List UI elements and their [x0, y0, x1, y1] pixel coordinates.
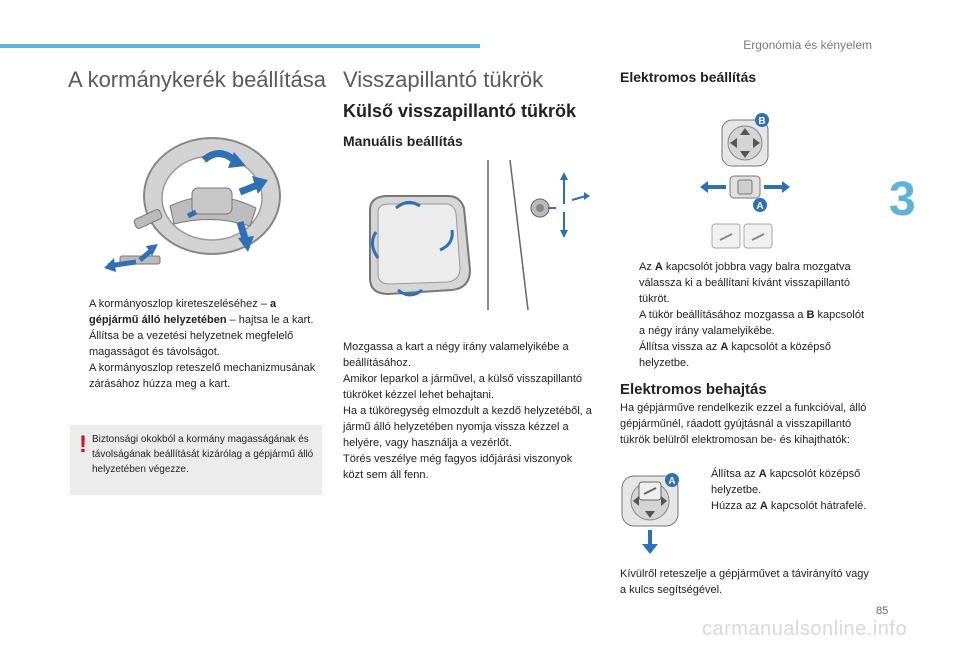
- warning-text: Biztonsági okokból a kormány magasságána…: [92, 434, 314, 475]
- steering-bullet-3: A kormányoszlop reteszelő mechanizmusána…: [89, 362, 316, 390]
- fold-bullet-1: Állítsa az A kapcsolót középső helyzetbe…: [711, 468, 861, 496]
- outer-mirrors-subtitle: Külső visszapillantó tükrök: [343, 101, 577, 121]
- page-number: 85: [876, 605, 889, 617]
- chapter-number: 3: [889, 173, 916, 226]
- fold-intro: Ha gépjárműve rendelkezik ezzel a funkci…: [620, 402, 867, 446]
- mirrors-title: Visszapillantó tükrök: [343, 67, 544, 92]
- fold-outro: Kívülről reteszelje a gépjárművet a távi…: [620, 568, 869, 596]
- mirror-switch-diagram: B A: [700, 113, 790, 249]
- fold-bullet-2: Húzza az A kapcsolót hátrafelé.: [711, 500, 867, 512]
- electric-bullet-2: A tükör beállításához mozgassa a B kapcs…: [639, 309, 865, 337]
- svg-text:B: B: [758, 116, 765, 127]
- steering-bullet-2: Állítsa be a vezetési helyzetnek megfele…: [89, 330, 294, 358]
- header-accent-bar: [0, 44, 480, 48]
- electric-bullet-3: Állítsa vissza az A kapcsolót a középső …: [639, 341, 831, 369]
- electric-adjust-heading: Elektromos beállítás: [620, 69, 757, 85]
- watermark: carmanualsonline.info: [702, 618, 908, 640]
- electric-fold-heading: Elektromos behajtás: [620, 381, 767, 398]
- svg-text:A: A: [668, 476, 675, 487]
- manual-adjust-heading: Manuális beállítás: [343, 133, 463, 149]
- manual-paragraph-3: Ha a tüköregység elmozdult a kezdő helyz…: [343, 405, 592, 449]
- steering-title: A kormánykerék beállítása: [68, 67, 327, 92]
- steering-bullet-1: A kormányoszlop kireteszeléséhez – a gép…: [89, 298, 314, 326]
- manual-paragraph-4: Törés veszélye még fagyos időjárási visz…: [343, 453, 573, 481]
- electric-bullet-1: Az A kapcsolót jobbra vagy balra mozgatv…: [639, 261, 851, 305]
- warning-box: ! Biztonsági okokból a kormány magasságá…: [70, 425, 322, 495]
- svg-text:A: A: [756, 201, 763, 212]
- manual-paragraph-2: Amikor leparkol a járművel, a külső viss…: [343, 373, 583, 401]
- manual-mirror-diagram: [369, 160, 590, 310]
- section-title: Ergonómia és kényelem: [743, 38, 872, 52]
- warning-icon: !: [79, 431, 87, 458]
- fold-switch-diagram: A: [621, 473, 679, 554]
- steering-wheel-diagram: [104, 137, 281, 272]
- manual-paragraph-1: Mozgassa a kart a négy irány valamelyiké…: [343, 341, 569, 369]
